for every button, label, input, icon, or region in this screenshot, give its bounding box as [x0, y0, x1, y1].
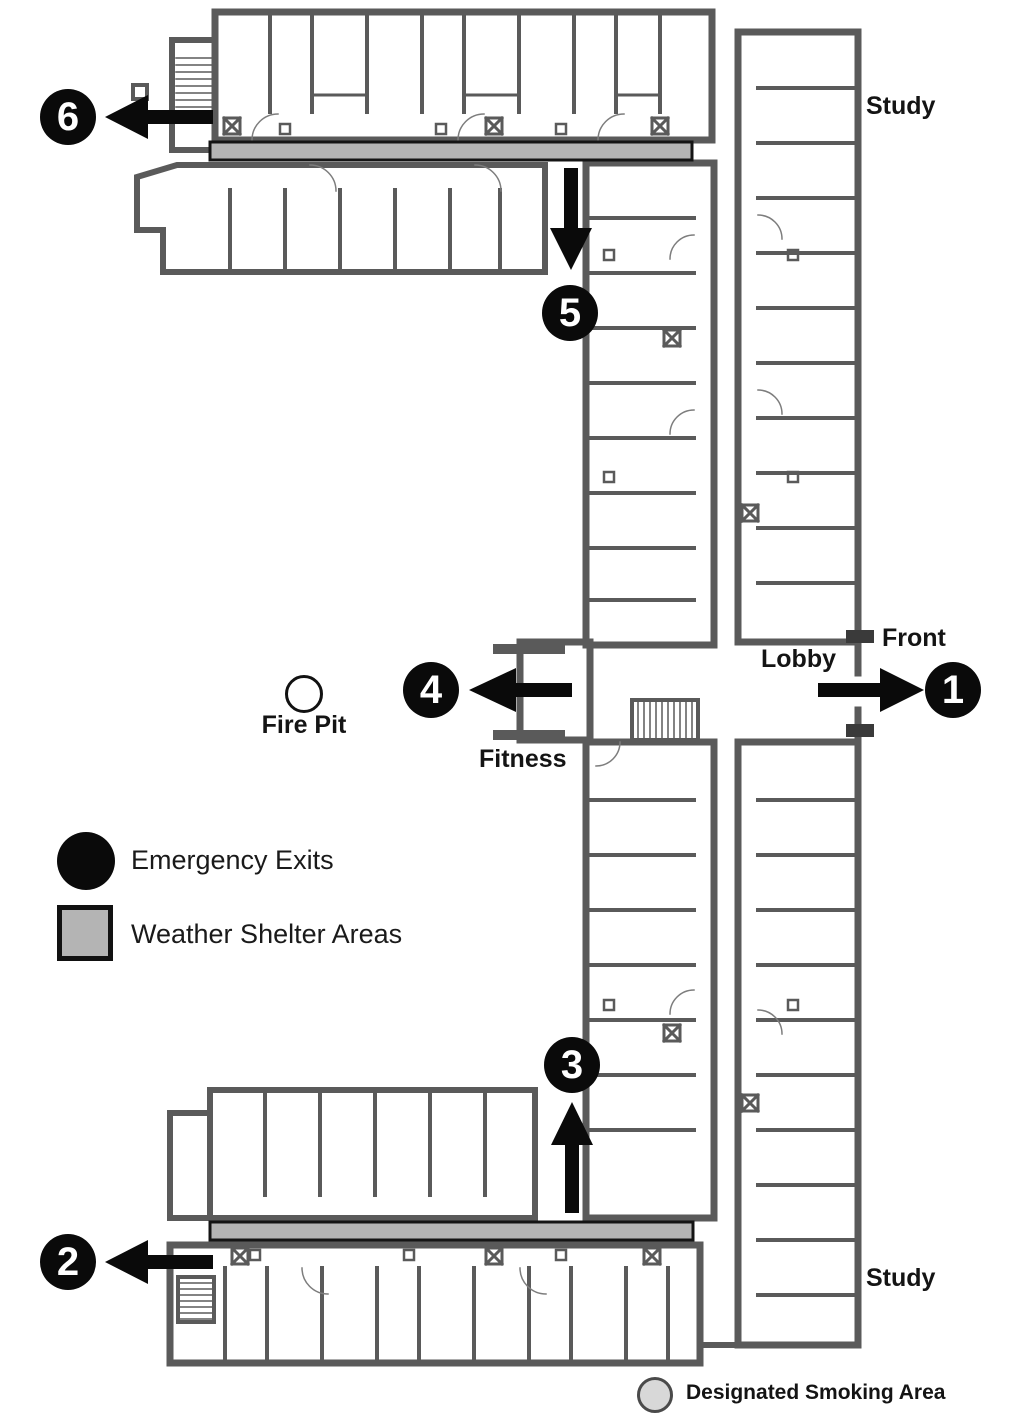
legend-weather-shelter-icon	[57, 905, 113, 961]
designated-smoking-area-icon	[637, 1377, 673, 1413]
exit-3-arrow	[551, 1102, 593, 1213]
stairwell-northwest	[169, 37, 218, 153]
fire-pit-label: Fire Pit	[261, 711, 347, 739]
front-label: Front	[882, 624, 946, 652]
legend-emergency-exits-label: Emergency Exits	[131, 845, 334, 875]
stairwell-southwest	[176, 1275, 216, 1324]
exit-arrows	[105, 95, 924, 1284]
south-wing	[166, 1087, 741, 1367]
exit-marker-5: 5	[542, 285, 598, 341]
fixture-boxes	[248, 122, 800, 1262]
exit-marker-1: 1	[925, 662, 981, 718]
exit-2-arrow	[105, 1240, 213, 1284]
weather-shelter-bar-north	[208, 140, 694, 162]
exit-1-arrow	[818, 668, 924, 712]
exit-4-arrow	[469, 668, 572, 712]
designated-smoking-area-label: Designated Smoking Area	[686, 1381, 946, 1404]
front-entrance-doors	[846, 630, 874, 737]
study-label-south: Study	[866, 1264, 936, 1292]
fitness-label: Fitness	[479, 745, 567, 773]
fire-pit-icon	[285, 675, 323, 713]
legend-weather-shelter-label: Weather Shelter Areas	[131, 919, 403, 949]
east-wing	[734, 28, 862, 1349]
exit-marker-4: 4	[403, 662, 459, 718]
exit-5-arrow	[550, 168, 592, 270]
west-room-column	[582, 159, 718, 1222]
weather-shelter-bar-south	[208, 1220, 695, 1242]
exit-marker-6: 6	[40, 89, 96, 145]
exit-marker-3: 3	[544, 1037, 600, 1093]
stairwell-lobby	[630, 698, 700, 742]
exit-6-arrow	[105, 95, 213, 139]
lobby-label: Lobby	[761, 645, 836, 673]
exit-marker-2: 2	[40, 1234, 96, 1290]
legend-emergency-exit-icon	[57, 832, 115, 890]
door-arcs	[251, 113, 783, 1295]
lobby-area	[583, 642, 717, 745]
elevator-boxes	[221, 115, 761, 1267]
study-label-north: Study	[866, 92, 936, 120]
north-wing	[131, 8, 716, 275]
